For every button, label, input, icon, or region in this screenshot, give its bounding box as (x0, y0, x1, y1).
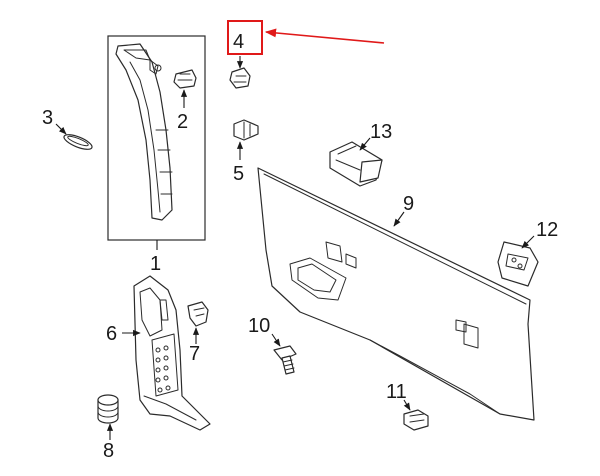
callout-4: 4 (233, 31, 244, 53)
callout-8: 8 (103, 440, 114, 462)
leader-10 (271, 333, 281, 347)
callout-3: 3 (42, 107, 53, 129)
callout-10: 10 (248, 315, 270, 337)
part-3-oval-cap (63, 134, 93, 150)
part-1-pillar-trim-upper (107, 35, 206, 241)
part-10-screw (273, 345, 297, 375)
callout-2: 2 (177, 111, 188, 133)
part-13-connector (329, 141, 383, 187)
callout-9: 9 (403, 193, 414, 215)
callout-12: 12 (536, 219, 558, 241)
callout-4-highlight-box (227, 20, 263, 55)
callout-11: 11 (386, 381, 407, 403)
callout-5: 5 (233, 163, 244, 185)
part-4-clip (229, 67, 251, 89)
callout-13: 13 (370, 121, 392, 143)
part-6-pillar-trim-lower (133, 275, 211, 431)
part-12-bracket (497, 241, 539, 287)
callout-6: 6 (106, 323, 117, 345)
highlight-arrow (264, 28, 385, 44)
part-8-bumper (97, 394, 119, 424)
part-2-clip (173, 69, 197, 89)
part-9-panel-trim (257, 167, 535, 421)
callout-1: 1 (150, 253, 161, 275)
leader-3 (55, 123, 67, 135)
callout-7: 7 (189, 343, 200, 365)
part-5-clip (233, 119, 259, 141)
leader-12 (521, 235, 535, 249)
leader-11 (403, 399, 411, 411)
part-11-clip (403, 409, 429, 431)
part-7-bracket-clip (187, 301, 209, 327)
leader-13 (359, 137, 371, 151)
leader-9 (393, 211, 405, 227)
